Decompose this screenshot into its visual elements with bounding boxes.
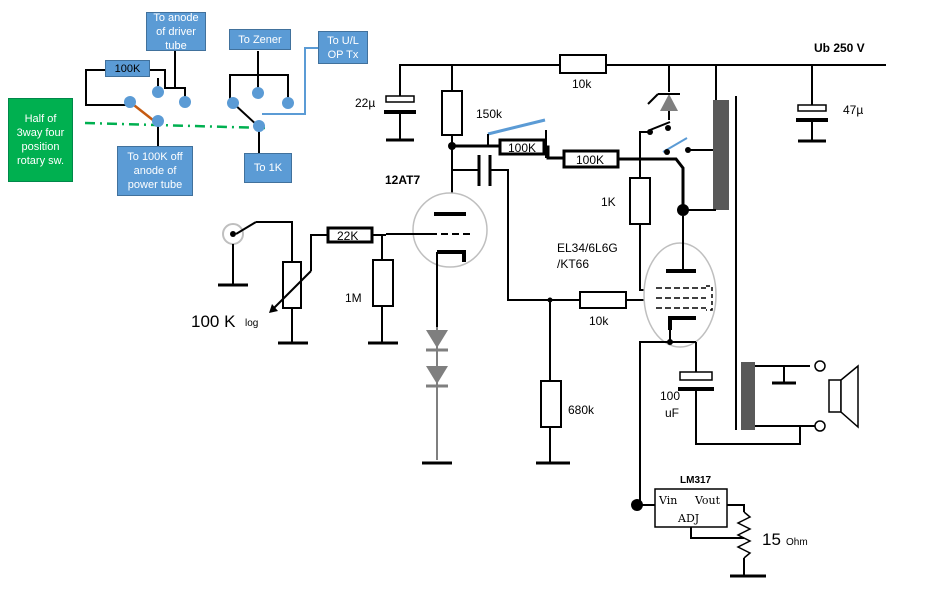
r150k-label: 150k [476,107,503,121]
switch-dot [665,125,671,131]
note-to-ul-op-tx: To U/L OP Tx [318,31,368,64]
r22k-label: 22K [337,229,358,243]
power-tube-label-line2: /KT66 [557,257,589,271]
c47-plate-pos [797,104,827,112]
switch-blade [649,121,671,131]
contact-dot [152,86,164,98]
grid-stopper-resistor [579,291,627,309]
power-tube-label-line1: EL34/6L6G [557,241,618,255]
main-wiring [218,54,886,578]
switch-150k-blade [487,118,546,136]
c100-label: 100 uF [660,389,683,420]
led-1 [426,330,448,348]
pot-value-label: 100 K [191,312,236,331]
c22-plate-pos [385,95,415,103]
led-2 [426,366,448,384]
feedback-to-power-plate [618,157,685,210]
contact-dot [124,96,136,108]
contact-dot [252,87,264,99]
ot-primary-winding [713,100,729,210]
pot-wiper-arrow [269,304,278,313]
note-to-100k-anode: To 100K off anode of power tube [117,146,193,196]
feedback-link [544,145,564,160]
coupling-cap-to-grid [490,169,580,301]
lm317-adj-label: ADJ [677,512,699,525]
r1m-label: 1M [345,291,362,305]
switch-dot [664,149,670,155]
screen-1k-resistor [629,177,651,225]
switch-wire-right [150,69,186,102]
power-tube-cathode [668,316,696,330]
junction-dot [547,297,553,303]
contact-dot [282,97,294,109]
note-to-zener: To Zener [229,29,291,50]
power-tube-beam [706,285,713,311]
screen-resistor-feed [639,131,650,178]
switch-wire-left [85,69,130,106]
r100k-b-label: 100K [576,153,604,167]
supply-rail-left [399,64,560,92]
note-to-anode-driver: To anode of driver tube [146,12,206,52]
tube-cathode [437,250,466,262]
r680k-label: 680k [568,403,595,417]
grid-10k-label: 10k [589,314,609,328]
contact-dot [179,96,191,108]
rotary-switch-sketch [84,47,318,153]
speaker-terminal [814,360,826,372]
lm317-vin-label: Vin [658,494,677,507]
r100k-a-label: 100K [508,141,536,155]
c47-label: 47µ [843,103,863,117]
tube-12at7 [412,192,488,268]
ot-secondary-winding [741,362,755,430]
tube-12at7-label: 12AT7 [385,173,420,187]
driver-plate-resistor [441,90,463,136]
r15-value-label: 15 [762,530,781,549]
speaker-body [828,379,842,413]
contact-dot [253,120,265,132]
grid-1m-resistor [372,259,394,307]
reg-adj-lead [690,527,744,539]
c100-ground-lead [695,389,801,445]
contact-dot [227,97,239,109]
ul-lead [262,47,318,115]
reg-vout-lead [727,504,745,512]
supply-10k-resistor [559,54,607,74]
pot-taper-label: log [245,318,258,329]
junction-dot [677,204,689,216]
c100-plate-pos [679,371,713,381]
cathode-to-reg [639,330,671,504]
contact-dot [152,115,164,127]
resistor-15-ohm [736,511,752,559]
speaker-cone [840,364,859,429]
note-100k: 100K [105,60,150,77]
lm317-vout-label: Vout [694,494,721,507]
supply-10k-label: 10k [572,77,592,91]
zener-bend [647,93,659,105]
gang-dashed-line [84,121,266,130]
note-to-1k: To 1K [244,153,292,183]
input-jack-tip [230,231,236,237]
lm317-label: LM317 [680,475,712,486]
pot-top-lead [256,221,293,262]
grid-leak-resistor [540,380,562,428]
r15-unit-label: Ohm [786,537,808,548]
grid-22k-to-pot [310,234,328,271]
note-rotary-switch: Half of 3way four position rotary sw. [8,98,73,182]
pot-wiper [273,270,312,309]
power-tube-label: EL34/6L6G /KT66 [557,241,621,271]
speaker-terminal [814,420,826,432]
c22-label: 22µ [355,96,375,110]
input-jack-lead [235,221,257,235]
power-tube [643,242,717,348]
supply-label: Ub 250 V [814,41,865,55]
r1k-label: 1K [601,195,616,209]
zener-diode [660,94,678,111]
